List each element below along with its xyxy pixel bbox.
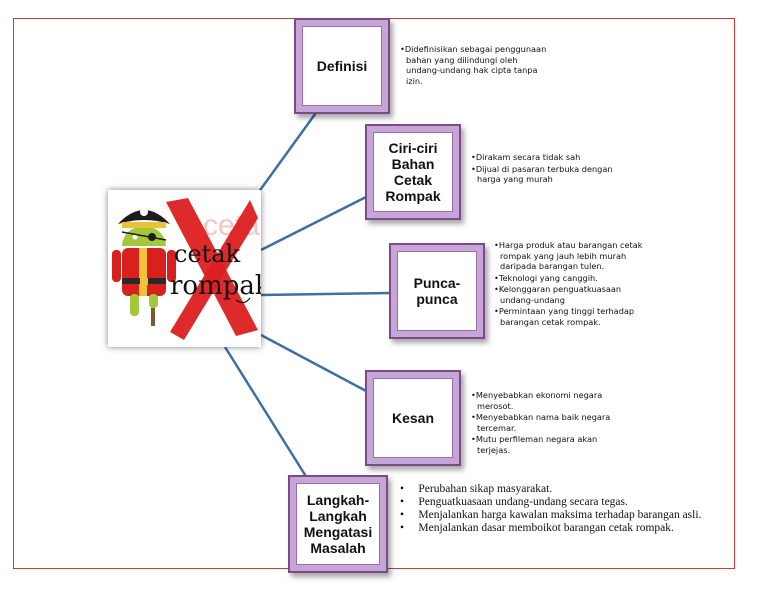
note-item: Menjalankan harga kawalan maksima terhad… <box>400 509 740 522</box>
notes-langkah: Perubahan sikap masyarakat. Penguatkuasa… <box>400 483 740 535</box>
note-item: Penguatkuasaan undang-undang secara tega… <box>400 496 740 509</box>
label-line2: rompak <box>170 271 261 301</box>
label-line1: cetak <box>174 240 241 268</box>
connector-langkah <box>223 346 309 479</box>
connector-kesan <box>260 333 369 394</box>
node-title: Punca-punca <box>397 251 477 331</box>
note-item: Perubahan sikap masyarakat. <box>400 483 740 496</box>
node-title: Langkah-Langkah Mengatasi Masalah <box>296 483 380 565</box>
note-item: Mutu perfileman negara akan terjejas. <box>471 434 621 455</box>
notes-punca: Harga produk atau barangan cetak rompak … <box>494 240 644 328</box>
note-item: Dijual di pasaran terbuka dengan harga y… <box>471 164 621 185</box>
note-item: Menjalankan dasar memboikot barangan cet… <box>400 522 740 535</box>
note-item: Kelonggaran penguatkuasaan undang-undang <box>494 284 644 305</box>
notes-ciri-ciri: Dirakam secara tidak sah Dijual di pasar… <box>471 152 621 186</box>
node-definisi: Definisi <box>294 18 390 114</box>
node-langkah: Langkah-Langkah Mengatasi Masalah <box>288 475 388 573</box>
node-title: Definisi <box>302 26 382 106</box>
note-item: Didefinisikan sebagai penggunaan bahan y… <box>400 44 550 86</box>
notes-kesan: Menyebabkan ekonomi negara merosot. Meny… <box>471 390 621 456</box>
note-item: Teknologi yang canggih. <box>494 273 644 284</box>
note-item: Harga produk atau barangan cetak rompak … <box>494 240 644 272</box>
cetak-rompak-image: cetak cetak rompak <box>108 190 261 347</box>
connector-punca <box>260 291 393 297</box>
node-ciri-ciri: Ciri-ciri Bahan Cetak Rompak <box>365 124 461 220</box>
note-item: Menyebabkan nama baik negara tercemar. <box>471 412 621 433</box>
note-item: Permintaan yang tinggi terhadap barangan… <box>494 306 644 327</box>
node-title: Ciri-ciri Bahan Cetak Rompak <box>373 132 453 212</box>
note-item: Dirakam secara tidak sah <box>471 152 621 163</box>
note-item: Menyebabkan ekonomi negara merosot. <box>471 390 621 411</box>
node-kesan: Kesan <box>365 370 461 466</box>
node-punca: Punca-punca <box>389 243 485 339</box>
node-title: Kesan <box>373 378 453 458</box>
connector-ciri-ciri <box>260 194 369 252</box>
pirate-android-icon: cetak cetak rompak <box>112 198 261 340</box>
notes-definisi: Didefinisikan sebagai penggunaan bahan y… <box>400 44 550 87</box>
connector-definisi <box>256 109 320 194</box>
